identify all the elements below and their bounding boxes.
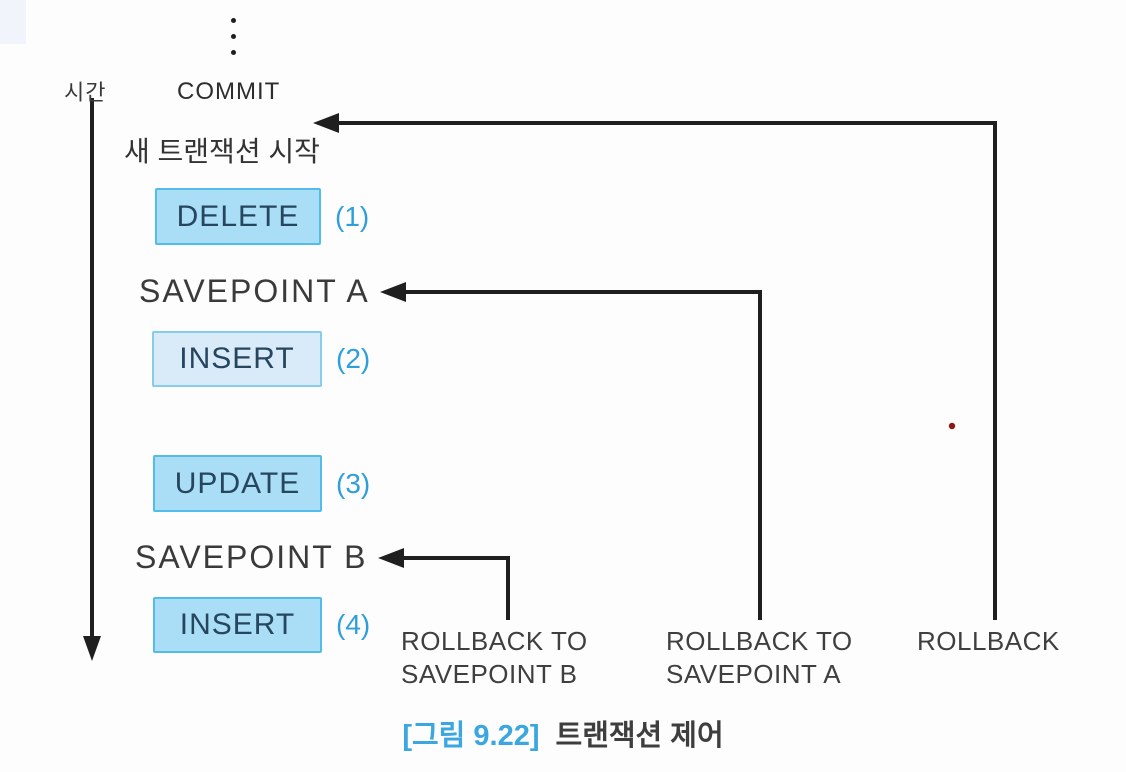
commit-label: COMMIT <box>177 78 281 105</box>
statement-row-delete: DELETE (1) <box>155 188 369 245</box>
insert-statement-box: INSERT <box>152 331 322 387</box>
rollback-to-savepoint-a-arrow <box>380 282 762 620</box>
time-axis-label: 시간 <box>64 80 107 105</box>
statement-row-insert-4: INSERT (4) <box>153 597 370 653</box>
statement-number: (3) <box>336 467 371 499</box>
insert-statement-box: INSERT <box>153 597 322 653</box>
rollback-to-savepoint-a-line1: ROLLBACK TO <box>666 626 853 656</box>
statement-number: (2) <box>336 343 371 374</box>
statement-number: (1) <box>335 200 370 232</box>
statement-row-insert-2: INSERT (2) <box>152 331 370 387</box>
arrowhead-down-icon <box>83 636 101 661</box>
rollback-to-savepoint-b-line1: ROLLBACK TO <box>401 626 588 656</box>
rollback-to-savepoint-b-line2: SAVEPOINT B <box>401 659 578 689</box>
savepoint-b-label: SAVEPOINT B <box>135 539 368 575</box>
update-statement-box: UPDATE <box>153 455 322 512</box>
rollback-label: ROLLBACK <box>917 626 1060 656</box>
figure-caption: [그림 9.22] 트랜잭션 제어 <box>0 712 1126 754</box>
statement-number: (4) <box>336 609 371 640</box>
figure-title: 트랜잭션 제어 <box>555 720 724 752</box>
arrowhead-left-icon <box>313 113 339 133</box>
statement-row-update: UPDATE (3) <box>153 455 370 512</box>
stray-red-dot <box>948 422 956 430</box>
time-axis-arrow <box>83 98 101 661</box>
new-transaction-label: 새 트랜잭션 시작 <box>124 136 320 167</box>
vertical-ellipsis-icon <box>231 18 236 55</box>
rollback-to-savepoint-a-line2: SAVEPOINT A <box>666 659 842 689</box>
rollback-to-savepoint-b-label: ROLLBACK TO SAVEPOINT B <box>401 625 588 691</box>
rollback-arrow <box>313 113 997 620</box>
arrowhead-left-icon <box>380 282 406 302</box>
arrowhead-left-icon <box>378 548 404 568</box>
figure-number-tag: [그림 9.22] <box>402 720 540 752</box>
rollback-to-savepoint-a-label: ROLLBACK TO SAVEPOINT A <box>666 625 853 691</box>
savepoint-a-label: SAVEPOINT A <box>139 273 370 309</box>
delete-statement-box: DELETE <box>155 188 321 245</box>
scan-artifact-smudge <box>0 0 26 44</box>
rollback-to-savepoint-b-arrow <box>378 548 510 620</box>
